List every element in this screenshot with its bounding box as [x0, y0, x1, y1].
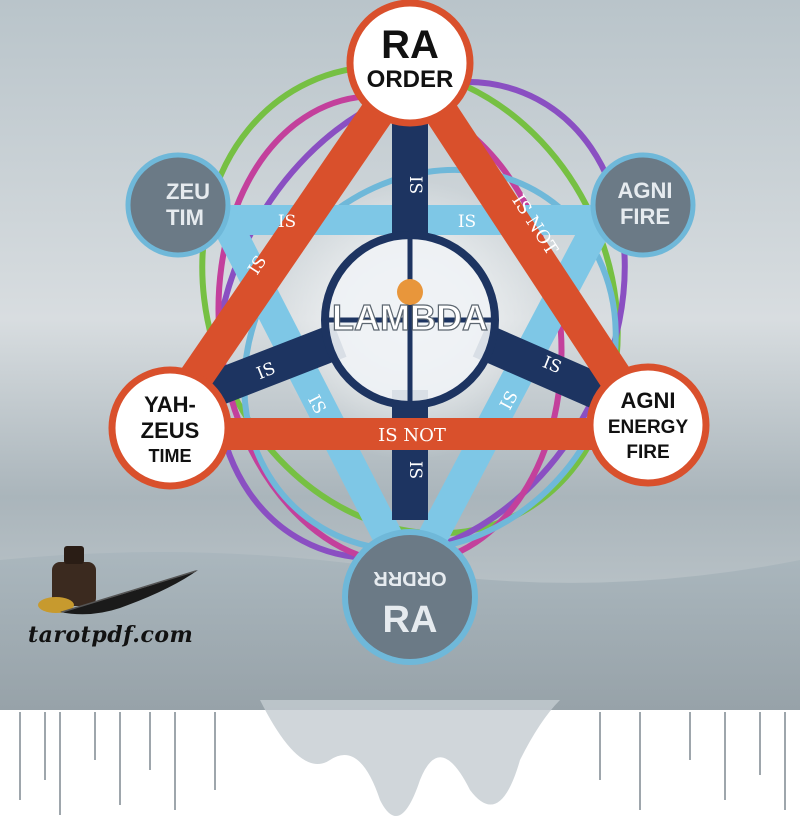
site-watermark: tarotpdf.com [28, 622, 194, 648]
node-bottom-line1: ORDRR [373, 567, 447, 589]
node-left-lower-line1: YAH- [144, 392, 196, 417]
node-left-lower: YAH- ZEUS TIME [108, 366, 232, 490]
node-top-line1: RA [381, 23, 439, 67]
ink-and-quill-icon [38, 546, 198, 615]
node-top: RA ORDER [346, 0, 474, 127]
label-bottom-horizontal: IS NOT [378, 425, 446, 446]
node-right-lower: AGNI ENERGY FIRE [586, 363, 710, 487]
center-label: LAMBDA [332, 297, 488, 338]
red-right-diagonal-band [395, 55, 665, 440]
drip-lines [19, 712, 786, 815]
node-left-upper: ZEU TIM [125, 152, 231, 258]
node-left-lower-line2: ZEUS [141, 418, 200, 443]
node-top-line2: ORDER [367, 66, 454, 93]
node-right-lower-line2: ENERGY [608, 417, 689, 438]
center-orb [397, 279, 423, 305]
red-left-diagonal-band [145, 55, 425, 440]
water-drip [260, 700, 560, 816]
node-right-lower-line1: AGNI [621, 388, 676, 413]
node-left-upper-line2: TIM [166, 205, 204, 230]
node-right-lower-line3: FIRE [626, 442, 669, 463]
label-center-top: IS [405, 176, 425, 194]
node-right-upper-line2: FIRE [620, 204, 670, 229]
label-horiz-right: IS [458, 212, 476, 232]
node-left-upper-line1: ZEU [166, 179, 210, 204]
node-right-upper: AGNI FIRE [590, 152, 696, 258]
node-bottom-line2: RA [383, 599, 438, 641]
label-horiz-left: IS [278, 212, 296, 232]
label-center-bottom: IS [405, 461, 425, 479]
node-bottom: ORDRR RA [342, 529, 478, 665]
node-left-lower-line3: TIME [149, 446, 192, 466]
node-right-upper-line1: AGNI [618, 178, 673, 203]
